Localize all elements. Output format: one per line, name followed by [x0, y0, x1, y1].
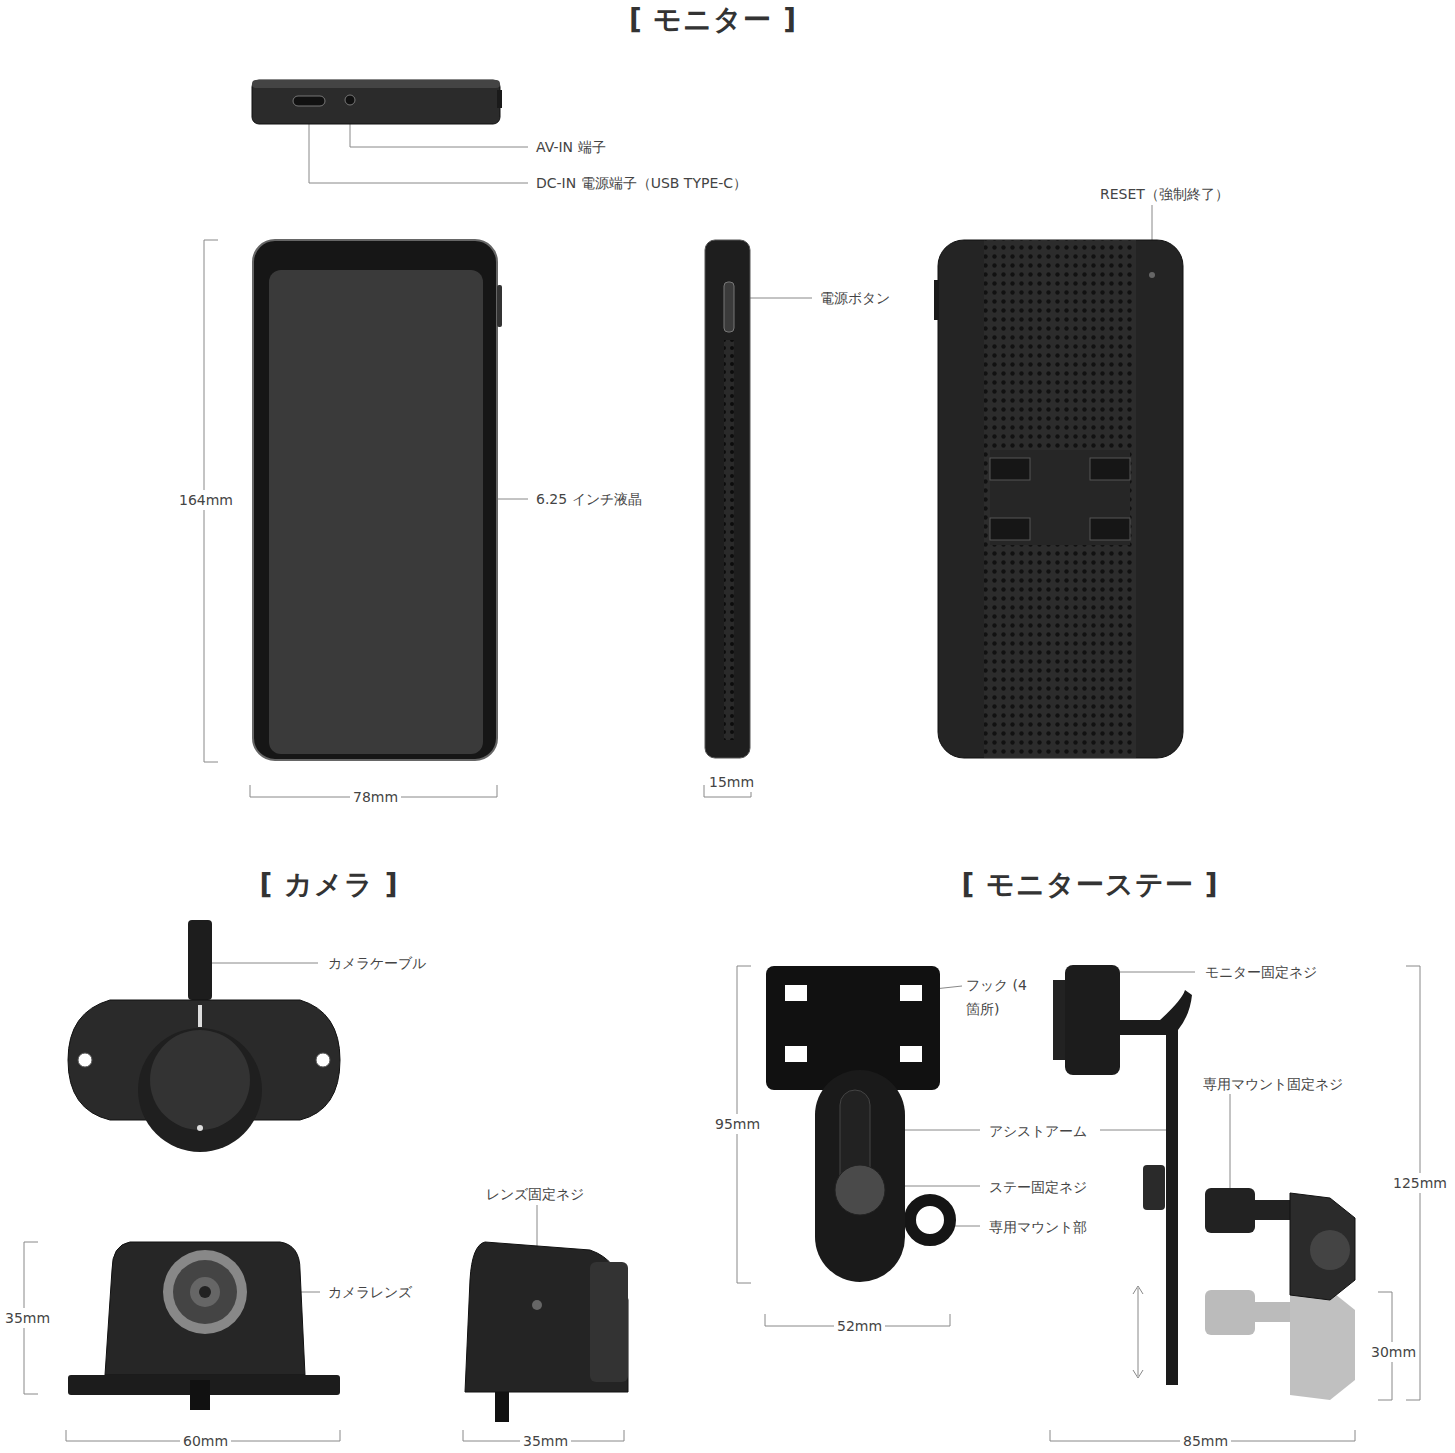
part-label: RESET（強制終了）: [1100, 184, 1229, 204]
part-label: カメラケーブル: [328, 953, 426, 973]
part-label: モニター固定ネジ: [1205, 962, 1317, 982]
part-label: DC-IN 電源端子（USB TYPE-C）: [536, 173, 747, 193]
dimension-label: 30mm: [1368, 1342, 1419, 1362]
leader-lines: [24, 106, 1420, 1441]
part-label: ステー固定ネジ: [989, 1177, 1087, 1197]
dimension-label: 15mm: [706, 772, 757, 792]
part-label: フック (4 箇所): [966, 973, 1038, 1021]
dimension-label: 35mm: [2, 1308, 53, 1328]
part-label: 6.25 インチ液晶: [536, 489, 642, 509]
part-label: 専用マウント部: [989, 1217, 1087, 1237]
part-label: カメラレンズ: [328, 1282, 412, 1302]
section-heading: [ カメラ ]: [259, 868, 398, 902]
part-label: 専用マウント固定ネジ: [1203, 1074, 1343, 1094]
dimension-label: 60mm: [180, 1431, 231, 1451]
part-label: 電源ボタン: [820, 288, 890, 308]
section-heading: [ モニター ]: [629, 3, 797, 37]
dimension-label: 85mm: [1180, 1431, 1231, 1451]
dimension-label: 52mm: [834, 1316, 885, 1336]
part-label: レンズ固定ネジ: [486, 1184, 584, 1204]
part-label: AV-IN 端子: [536, 137, 606, 157]
dimension-label: 125mm: [1390, 1173, 1450, 1193]
part-label: アシストアーム: [989, 1121, 1087, 1141]
dimension-label: 164mm: [176, 490, 236, 510]
dimension-label: 35mm: [520, 1431, 571, 1451]
dimension-label: 95mm: [712, 1114, 763, 1134]
section-heading: [ モニターステー ]: [961, 868, 1218, 902]
dimension-label: 78mm: [350, 787, 401, 807]
